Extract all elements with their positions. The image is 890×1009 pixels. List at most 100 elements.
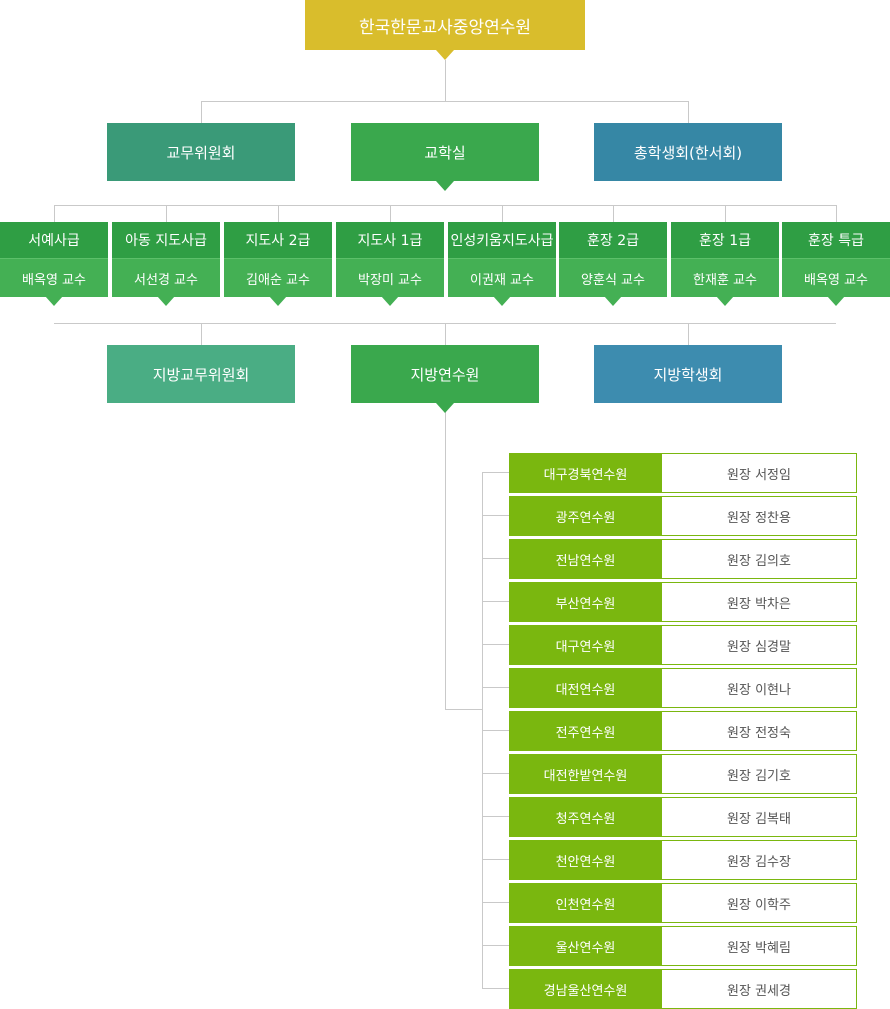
top-organization-title: 한국한문교사중앙연수원 [358,17,532,38]
institute-name: 인천연수원 [509,883,662,923]
rank-title: 훈장 2급 [559,222,667,258]
institute-tick [482,988,509,989]
regional-institute-arrow [436,403,454,413]
institute-tick [482,687,509,688]
institute-head: 원장 권세경 [662,969,857,1009]
regional-institute-box: 지방연수원 [351,345,539,403]
connector-regional-mid [445,323,446,345]
connector-ranks-horizontal [54,205,836,206]
institute-tick [482,859,509,860]
rank-drop-3 [278,205,279,222]
rank-arrow [381,296,399,306]
rank-arrow [827,296,845,306]
rank-professor: 한재훈 교수 [671,258,779,297]
institute-head: 원장 서정임 [662,453,857,493]
institute-name: 울산연수원 [509,926,662,966]
institute-head: 원장 김복태 [662,797,857,837]
institute-name: 대구연수원 [509,625,662,665]
connector-left-drop [201,101,202,123]
rank-arrow [716,296,734,306]
institute-row: 인천연수원 원장 이학주 [509,883,857,923]
institute-row: 대구연수원 원장 심경말 [509,625,857,665]
institute-row: 전남연수원 원장 김의호 [509,539,857,579]
rank-drop-6 [613,205,614,222]
institute-tick [482,515,509,516]
top-organization-box: 한국한문교사중앙연수원 [305,0,585,50]
regional-student-council-label: 지방학생회 [653,365,723,384]
rank-title: 지도사 1급 [336,222,444,258]
institute-tick [482,558,509,559]
connector-regional-right [688,323,689,345]
institute-row: 청주연수원 원장 김복태 [509,797,857,837]
rank-card: 서예사급 배옥영 교수 [0,222,108,297]
connector-institutes-stem [445,412,446,710]
rank-arrow [493,296,511,306]
rank-card: 지도사 1급 박장미 교수 [336,222,444,297]
institute-name: 대구경북연수원 [509,453,662,493]
institute-head: 원장 심경말 [662,625,857,665]
connector-institutes-join [445,709,482,710]
connector-regional-left [201,323,202,345]
rank-drop-5 [502,205,503,222]
institute-head: 원장 전정숙 [662,711,857,751]
institute-tick [482,644,509,645]
rank-professor: 배옥영 교수 [782,258,890,297]
rank-arrow [604,296,622,306]
connector-right-drop [688,101,689,123]
regional-student-council-box: 지방학생회 [594,345,782,403]
institute-head: 원장 이학주 [662,883,857,923]
institute-head: 원장 김수장 [662,840,857,880]
institute-row: 대전한밭연수원 원장 김기호 [509,754,857,794]
student-council-label: 총학생회(한서회) [633,143,743,162]
rank-title: 인성키움지도사급 [448,222,556,258]
regional-committee-box: 지방교무위원회 [107,345,295,403]
institute-head: 원장 이현나 [662,668,857,708]
institute-row: 대구경북연수원 원장 서정임 [509,453,857,493]
rank-drop-1 [54,205,55,222]
institute-tick [482,816,509,817]
institute-tick [482,730,509,731]
rank-drop-2 [166,205,167,222]
institute-name: 대전한밭연수원 [509,754,662,794]
top-arrow [436,50,454,60]
rank-professor: 배옥영 교수 [0,258,108,297]
academic-office-label: 교학실 [424,143,466,162]
committee-label: 교무위원회 [166,143,236,162]
rank-title: 지도사 2급 [224,222,332,258]
institute-tick [482,472,509,473]
institute-row: 전주연수원 원장 전정숙 [509,711,857,751]
institute-name: 전남연수원 [509,539,662,579]
institute-name: 대전연수원 [509,668,662,708]
institute-row: 천안연수원 원장 김수장 [509,840,857,880]
rank-arrow [269,296,287,306]
institute-row: 대전연수원 원장 이현나 [509,668,857,708]
institute-tick [482,902,509,903]
committee-box: 교무위원회 [107,123,295,181]
rank-drop-7 [725,205,726,222]
institute-row: 부산연수원 원장 박차은 [509,582,857,622]
institute-name: 전주연수원 [509,711,662,751]
rank-professor: 양훈식 교수 [559,258,667,297]
rank-title: 훈장 1급 [671,222,779,258]
connector-top-horizontal [201,101,689,102]
rank-title: 서예사급 [0,222,108,258]
regional-committee-label: 지방교무위원회 [152,365,250,384]
rank-card: 훈장 2급 양훈식 교수 [559,222,667,297]
regional-institute-label: 지방연수원 [410,365,480,384]
institute-head: 원장 박혜림 [662,926,857,966]
rank-card: 지도사 2급 김애순 교수 [224,222,332,297]
institute-tick [482,773,509,774]
institute-tick [482,601,509,602]
rank-professor: 이권재 교수 [448,258,556,297]
rank-drop-4 [390,205,391,222]
rank-card: 훈장 특급 배옥영 교수 [782,222,890,297]
student-council-box: 총학생회(한서회) [594,123,782,181]
rank-arrow [45,296,63,306]
rank-drop-8 [836,205,837,222]
rank-professor: 박장미 교수 [336,258,444,297]
institute-name: 경남울산연수원 [509,969,662,1009]
rank-card: 아동 지도사급 서선경 교수 [112,222,220,297]
rank-professor: 김애순 교수 [224,258,332,297]
institute-name: 천안연수원 [509,840,662,880]
connector-top-vertical [445,60,446,102]
